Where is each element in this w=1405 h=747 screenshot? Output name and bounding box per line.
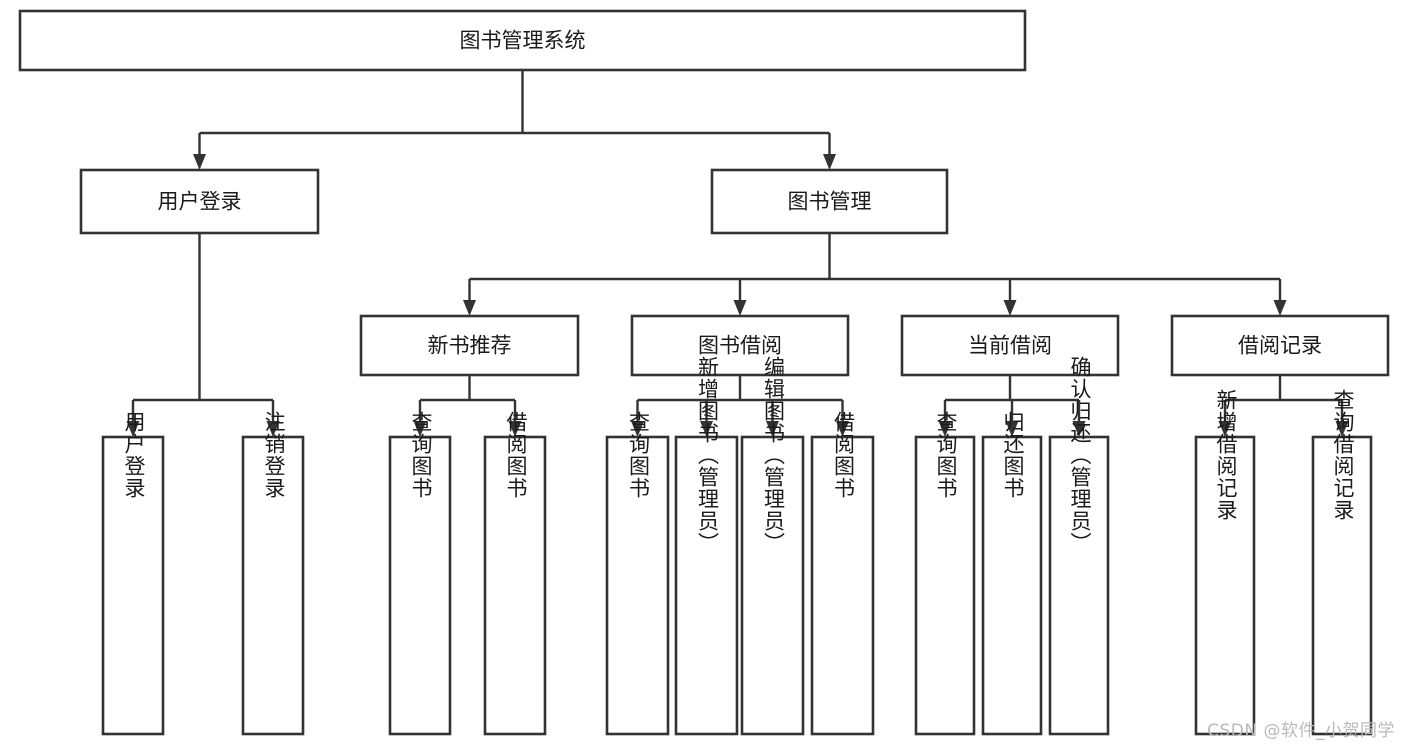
node-box bbox=[1194, 435, 1256, 736]
edge-group-root bbox=[193, 70, 836, 170]
node-box bbox=[101, 435, 165, 736]
node-leaf-confirm-return[interactable]: 确认归还（管理员） bbox=[1048, 356, 1110, 736]
node-box bbox=[740, 435, 805, 736]
edge-group-l2_borrow bbox=[631, 375, 849, 437]
arrow-head-icon bbox=[193, 154, 206, 170]
node-leaf-borrow-book-2[interactable]: 借阅图书 bbox=[810, 411, 875, 736]
node-leaf-query-book-2[interactable]: 查询图书 bbox=[605, 411, 670, 736]
node-leaf-query-record[interactable]: 查询借阅记录 bbox=[1311, 389, 1373, 736]
node-label: 查询借阅记录 bbox=[1331, 389, 1355, 521]
node-label: 图书管理系统 bbox=[460, 29, 586, 53]
arrow-head-icon bbox=[413, 421, 427, 437]
node-label: 借阅图书 bbox=[832, 411, 856, 499]
node-leaf-add-book[interactable]: 新增图书（管理员） bbox=[674, 356, 739, 736]
arrow-head-icon bbox=[766, 421, 779, 437]
arrow-head-icon bbox=[631, 421, 644, 437]
node-leaf-logout[interactable]: 注销登录 bbox=[241, 411, 305, 736]
node-box bbox=[241, 435, 305, 736]
node-box bbox=[1048, 435, 1110, 736]
node-box bbox=[79, 168, 320, 235]
node-box bbox=[981, 435, 1043, 736]
node-box bbox=[710, 168, 949, 235]
node-label: 新增借阅记录 bbox=[1214, 389, 1238, 521]
node-label: 图书管理 bbox=[788, 190, 872, 214]
node-label: 图书借阅 bbox=[698, 334, 782, 358]
node-leaf-user-login[interactable]: 用户登录 bbox=[101, 411, 165, 736]
node-l2-new-book[interactable]: 新书推荐 bbox=[359, 314, 580, 377]
node-box bbox=[18, 9, 1027, 72]
node-box bbox=[914, 435, 976, 736]
arrow-head-icon bbox=[836, 421, 849, 437]
arrow-head-icon bbox=[463, 300, 476, 316]
arrow-head-icon bbox=[700, 421, 713, 437]
node-label: 用户登录 bbox=[122, 411, 146, 499]
arrow-head-icon bbox=[938, 421, 952, 437]
node-label: 编辑图书（管理员） bbox=[762, 356, 786, 554]
node-label: 查询图书 bbox=[409, 411, 433, 499]
edge-group-l1_user_login bbox=[126, 233, 280, 437]
node-leaf-query-book-3[interactable]: 查询图书 bbox=[914, 411, 976, 736]
node-label: 新书推荐 bbox=[428, 334, 512, 358]
node-l2-current[interactable]: 当前借阅 bbox=[900, 314, 1120, 377]
arrow-head-icon bbox=[126, 421, 140, 437]
node-label: 新增图书（管理员） bbox=[696, 356, 720, 554]
node-root[interactable]: 图书管理系统 bbox=[18, 9, 1027, 72]
node-box bbox=[674, 435, 739, 736]
node-box bbox=[483, 435, 547, 736]
node-box bbox=[359, 314, 580, 377]
edge-group-l2_new_book bbox=[413, 375, 522, 437]
node-label: 注销登录 bbox=[262, 411, 286, 499]
node-box bbox=[605, 435, 670, 736]
arrow-head-icon bbox=[733, 300, 747, 316]
edge-group-l1_book_manage bbox=[463, 233, 1287, 316]
node-l1-book-manage[interactable]: 图书管理 bbox=[710, 168, 949, 235]
node-leaf-query-book-1[interactable]: 查询图书 bbox=[388, 411, 452, 736]
node-box bbox=[810, 435, 875, 736]
node-label: 借阅图书 bbox=[504, 411, 528, 499]
edge-group-l2_current bbox=[938, 375, 1086, 437]
arrow-head-icon bbox=[1072, 421, 1086, 437]
node-l2-borrow[interactable]: 图书借阅 bbox=[630, 314, 850, 377]
node-label: 确认归还（管理员） bbox=[1068, 356, 1092, 554]
node-l2-record[interactable]: 借阅记录 bbox=[1170, 314, 1390, 377]
arrow-head-icon bbox=[1335, 421, 1349, 437]
edge-group-l2_record bbox=[1218, 375, 1349, 437]
node-leaf-borrow-book-1[interactable]: 借阅图书 bbox=[483, 411, 547, 736]
edges-layer bbox=[126, 70, 1349, 437]
node-box bbox=[900, 314, 1120, 377]
arrow-head-icon bbox=[266, 421, 280, 437]
arrow-head-icon bbox=[1003, 300, 1017, 316]
node-leaf-return-book[interactable]: 归还图书 bbox=[981, 411, 1043, 736]
arrow-head-icon bbox=[508, 421, 522, 437]
arrow-head-icon bbox=[1005, 421, 1019, 437]
node-label: 查询图书 bbox=[627, 411, 651, 499]
arrow-head-icon bbox=[823, 154, 836, 170]
nodes-layer: 图书管理系统用户登录图书管理新书推荐图书借阅当前借阅借阅记录用户登录注销登录查询… bbox=[18, 9, 1390, 736]
node-leaf-add-record[interactable]: 新增借阅记录 bbox=[1194, 389, 1256, 736]
node-l1-user-login[interactable]: 用户登录 bbox=[79, 168, 320, 235]
arrow-head-icon bbox=[1273, 300, 1287, 316]
node-leaf-edit-book[interactable]: 编辑图书（管理员） bbox=[740, 356, 805, 736]
node-label: 当前借阅 bbox=[968, 334, 1052, 358]
node-box bbox=[1170, 314, 1390, 377]
arrow-head-icon bbox=[1218, 421, 1232, 437]
node-box bbox=[1311, 435, 1373, 736]
node-box bbox=[388, 435, 452, 736]
node-label: 用户登录 bbox=[158, 190, 242, 214]
node-label: 归还图书 bbox=[1001, 411, 1025, 499]
node-label: 查询图书 bbox=[934, 411, 958, 499]
node-box bbox=[630, 314, 850, 377]
node-label: 借阅记录 bbox=[1238, 334, 1322, 358]
